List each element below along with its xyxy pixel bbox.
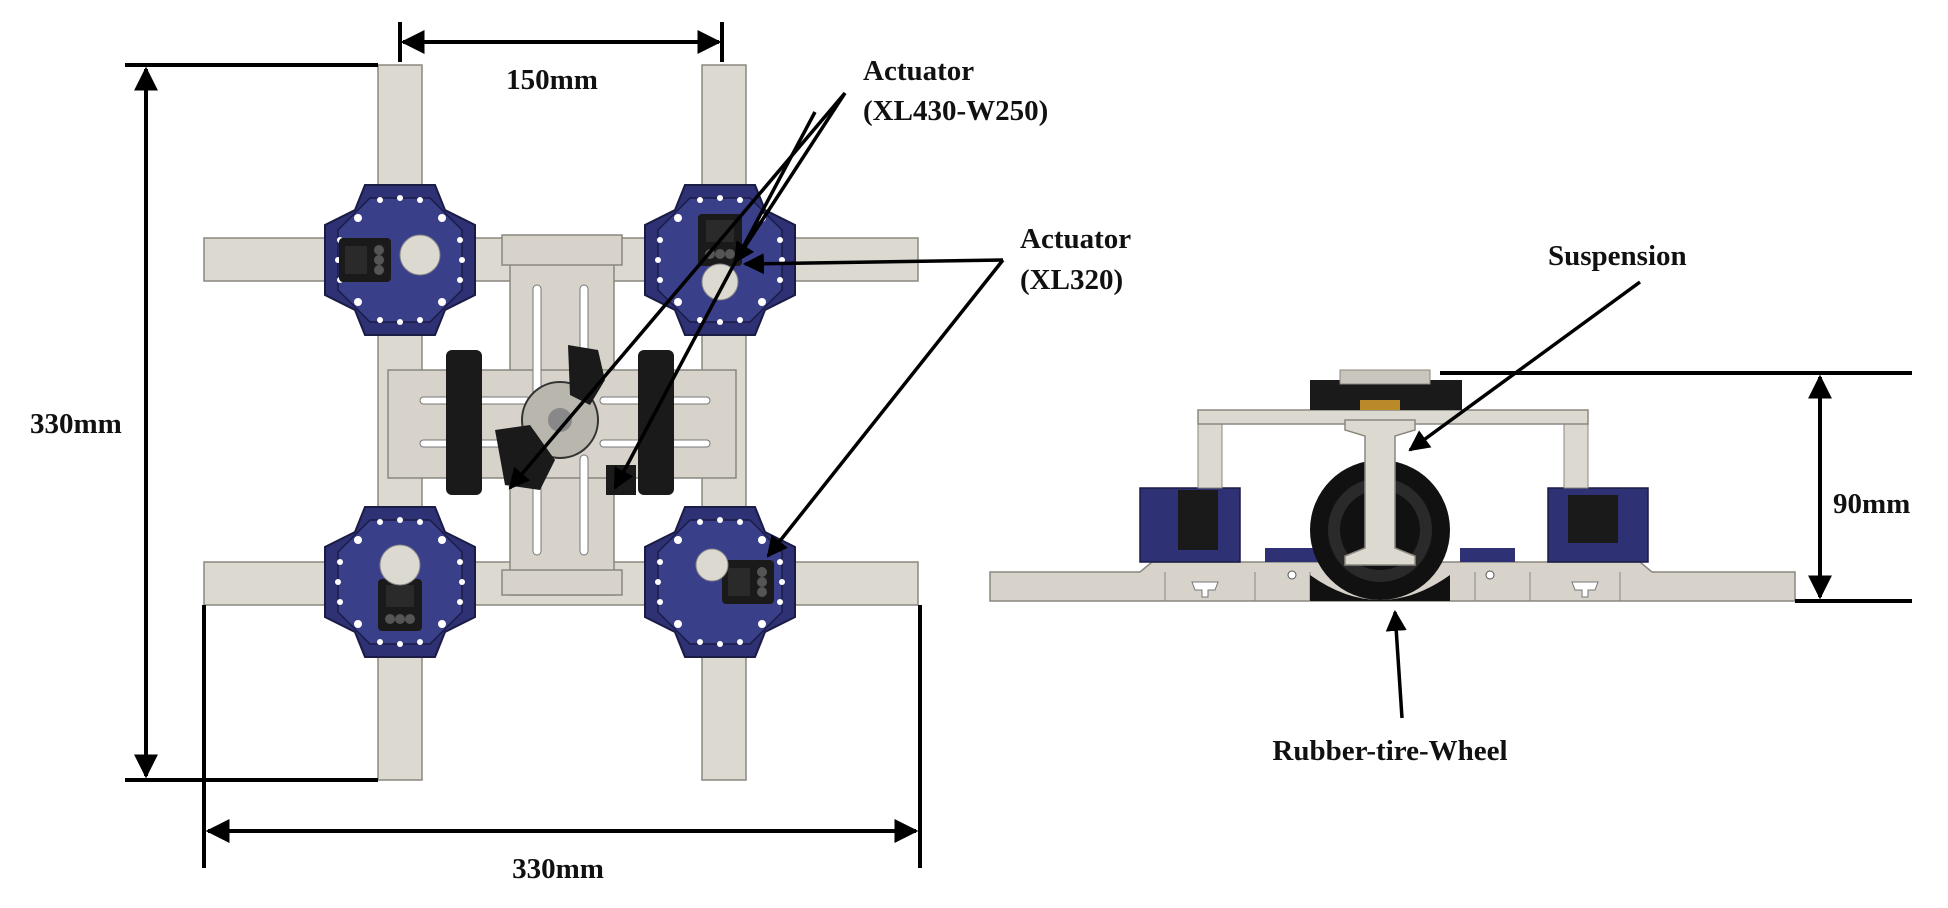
dim-left-height: 330mm xyxy=(30,408,122,440)
dim-top-width: 150mm xyxy=(506,64,598,96)
label-suspension: Suspension xyxy=(1548,240,1687,272)
label-actuator-xl320-line1: Actuator xyxy=(1020,223,1131,255)
dimension-lines xyxy=(125,22,1912,868)
dim-bottom-width: 330mm xyxy=(512,853,604,885)
top-view xyxy=(203,64,919,781)
label-rubber-tire-wheel: Rubber-tire-Wheel xyxy=(1272,735,1507,767)
dim-side-height: 90mm xyxy=(1833,488,1910,520)
leader-lines xyxy=(508,91,1642,719)
label-actuator-xl430-line2: (XL430-W250) xyxy=(863,95,1048,127)
label-actuator-xl430-line1: Actuator xyxy=(863,55,974,87)
side-view xyxy=(989,369,1796,602)
label-actuator-xl320-line2: (XL320) xyxy=(1020,264,1123,296)
suspension-beam xyxy=(1344,419,1416,566)
